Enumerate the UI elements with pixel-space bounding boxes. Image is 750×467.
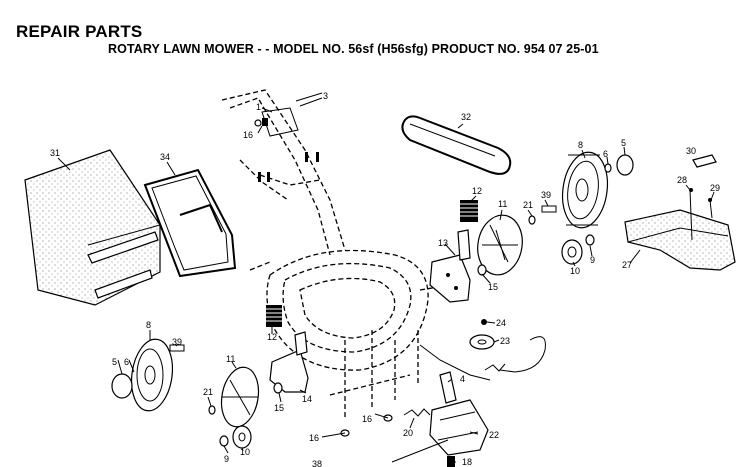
axle-bolt xyxy=(541,205,557,213)
leader-lines xyxy=(57,92,715,463)
callout-14: 14 xyxy=(302,394,312,404)
callout-8: 8 xyxy=(578,140,583,150)
spacer xyxy=(528,215,536,225)
callout-6: 6 xyxy=(603,149,608,159)
bag-frame xyxy=(143,168,237,278)
bolt-short xyxy=(709,199,713,219)
bolt-long xyxy=(689,189,693,241)
callout-18: 18 xyxy=(462,457,472,467)
callout-11: 11 xyxy=(498,199,507,209)
callout-23: 23 xyxy=(500,336,510,346)
height-adjuster xyxy=(429,229,487,303)
spring xyxy=(460,200,478,222)
callout-22: 22 xyxy=(489,430,499,440)
model-subtitle: ROTARY LAWN MOWER - - MODEL NO. 56sf (H5… xyxy=(108,42,599,56)
hubcap-front xyxy=(111,373,133,399)
callout-9: 9 xyxy=(590,255,595,265)
drive-plate xyxy=(477,214,523,276)
spacer-front xyxy=(208,405,216,415)
callout-3: 3 xyxy=(323,91,328,101)
callout-28: 28 xyxy=(677,175,687,185)
extension-spring xyxy=(403,363,506,417)
control-cable xyxy=(419,336,546,381)
callout-16-lower: 16 xyxy=(309,433,319,443)
callout-12: 12 xyxy=(472,186,482,196)
callout-39-lower: 39 xyxy=(172,337,182,347)
callout-9-lower: 9 xyxy=(224,454,229,464)
callout-12-lower: 12 xyxy=(267,332,277,342)
callout-39: 39 xyxy=(541,190,551,200)
height-adjuster-front xyxy=(269,331,309,394)
callout-6-lower: 6 xyxy=(124,357,129,367)
clip-front xyxy=(219,435,229,447)
front-wheel xyxy=(130,338,174,412)
nut-handle xyxy=(254,119,262,127)
callout-27: 27 xyxy=(622,260,632,270)
handle-assembly xyxy=(221,89,346,256)
callout-31: 31 xyxy=(50,148,60,158)
rear-skirt xyxy=(624,209,736,271)
page-title: REPAIR PARTS xyxy=(16,22,143,41)
callout-11-lower: 11 xyxy=(226,354,235,364)
callout-21-lower: 21 xyxy=(203,387,213,397)
callout-29: 29 xyxy=(710,183,720,193)
callout-labels: 1 3 16 32 31 34 12 11 39 21 13 15 8 6 5 … xyxy=(50,91,720,467)
callout-1: 1 xyxy=(256,102,261,112)
callout-16-mid: 16 xyxy=(362,414,372,424)
callout-16: 16 xyxy=(243,130,253,140)
callout-24: 24 xyxy=(496,318,506,328)
grass-bag xyxy=(24,149,161,306)
callout-38: 38 xyxy=(312,459,322,467)
spring-front xyxy=(266,305,282,327)
drive-gear-front xyxy=(232,425,252,449)
callout-15-lower: 15 xyxy=(274,403,284,413)
callout-34: 34 xyxy=(160,152,170,162)
deck-supports xyxy=(329,330,419,420)
callout-10-lower: 10 xyxy=(240,447,250,457)
callout-5-lower: 5 xyxy=(112,357,117,367)
callout-8-lower: 8 xyxy=(146,320,151,330)
drive-gear xyxy=(561,234,595,265)
rear-wheel xyxy=(561,151,609,229)
callout-13: 13 xyxy=(438,238,448,248)
callout-21: 21 xyxy=(523,200,533,210)
callout-5: 5 xyxy=(621,138,626,148)
pulley xyxy=(469,319,495,350)
washer xyxy=(604,163,612,173)
hubcap xyxy=(616,154,634,176)
decal xyxy=(692,154,717,168)
callout-15: 15 xyxy=(488,282,498,292)
drive-belt xyxy=(401,115,512,175)
callout-32: 32 xyxy=(461,112,471,122)
drive-plate-front xyxy=(220,366,260,428)
callout-4: 4 xyxy=(460,374,465,384)
callout-10: 10 xyxy=(570,266,580,276)
transmission xyxy=(391,371,489,463)
callout-20: 20 xyxy=(403,428,413,438)
callout-30: 30 xyxy=(686,146,696,156)
